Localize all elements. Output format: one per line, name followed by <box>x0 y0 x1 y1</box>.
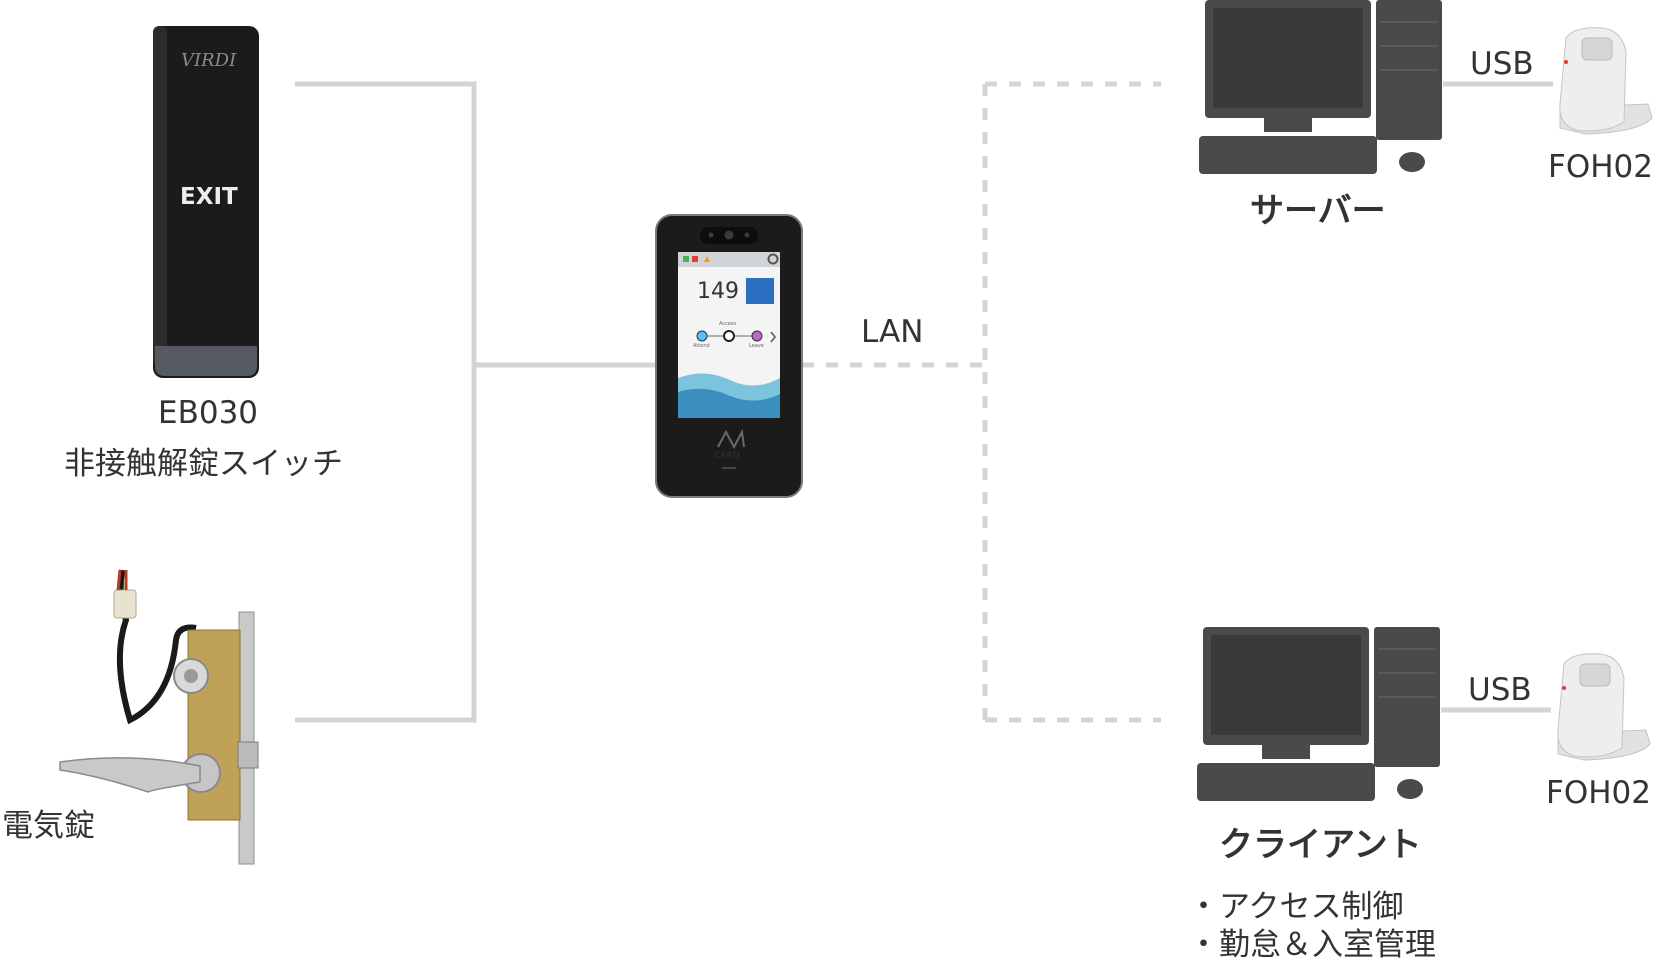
screen-access-label: Access <box>719 321 737 327</box>
chevron-right-icon <box>770 331 776 343</box>
lan-label: LAN <box>861 314 923 350</box>
exit-switch-face-text: EXIT <box>180 184 238 210</box>
sensor-icon-right <box>744 232 750 238</box>
client-keyboard <box>1197 763 1375 801</box>
client-fingerprint-scanner <box>1557 653 1651 761</box>
lock-keyhole <box>184 669 198 683</box>
terminal-card-text: CARD <box>714 451 740 461</box>
client-feature-access: ・アクセス制御 <box>1188 889 1403 925</box>
attend-icon <box>696 330 708 342</box>
client-monitor-screen <box>1211 635 1361 735</box>
server-computer <box>1199 0 1442 174</box>
server-scanner-window <box>1581 37 1613 61</box>
wired-connections <box>295 81 1553 723</box>
lock-wire-ends <box>116 569 128 591</box>
exit-switch-name: 非接触解錠スイッチ <box>64 446 343 482</box>
sensor-icon-left <box>708 232 714 238</box>
lock-wire <box>295 365 477 723</box>
client-feature-attendance: ・勤怠＆入室管理 <box>1188 927 1436 963</box>
electric-lock <box>59 569 259 865</box>
client-name: クライアント <box>1219 825 1422 865</box>
status-icon-2 <box>692 256 698 262</box>
screen-wave-fg <box>678 388 780 418</box>
exit-switch-model: EB030 <box>158 395 258 431</box>
screen-leave-label: Leave <box>749 343 764 349</box>
card-logo-icon <box>717 428 745 450</box>
lock-faceplate <box>238 611 255 865</box>
lan-connections <box>802 81 1161 723</box>
electric-lock-name: 電気錠 <box>2 808 95 844</box>
client-scanner-model: FOH02 <box>1546 775 1651 811</box>
exit-switch-body <box>153 26 259 378</box>
server-scanner-model: FOH02 <box>1548 149 1653 185</box>
status-icon-1 <box>683 256 689 262</box>
server-monitor-screen <box>1213 8 1363 108</box>
server-fingerprint-scanner <box>1559 27 1653 135</box>
warning-icon <box>704 256 710 262</box>
server-scanner-led <box>1564 60 1568 64</box>
server-name: サーバー <box>1250 191 1386 231</box>
terminal: 149 Access Attend Leave CARD <box>655 214 803 498</box>
camera-icon <box>724 230 734 240</box>
access-icon <box>723 330 735 342</box>
leave-icon <box>751 330 763 342</box>
server-mouse <box>1399 152 1425 172</box>
exit-switch-brand: VIRDI <box>181 50 237 71</box>
exit-switch-highlight <box>153 26 167 366</box>
exit-switch-wire <box>295 81 477 365</box>
lock-bolt <box>237 741 259 769</box>
client-scanner-window <box>1579 663 1611 687</box>
screen-attend-label: Attend <box>693 343 710 349</box>
lock-handle-lever <box>59 757 201 793</box>
id-input-tile <box>746 278 774 304</box>
server-usb-label: USB <box>1470 46 1534 82</box>
client-computer <box>1197 627 1440 801</box>
server-monitor-stand <box>1264 118 1312 132</box>
screen-status-bar <box>678 252 780 267</box>
lock-connector <box>113 589 137 619</box>
client-mouse <box>1397 779 1423 799</box>
server-keyboard <box>1199 136 1377 174</box>
client-monitor-stand <box>1262 745 1310 759</box>
exit-switch: VIRDI EXIT <box>153 26 259 378</box>
screen-number: 149 <box>697 279 739 304</box>
gear-icon <box>767 253 779 265</box>
client-scanner-led <box>1562 686 1566 690</box>
exit-switch-base <box>155 346 257 376</box>
client-usb-label: USB <box>1468 672 1532 708</box>
terminal-speaker <box>722 467 736 469</box>
